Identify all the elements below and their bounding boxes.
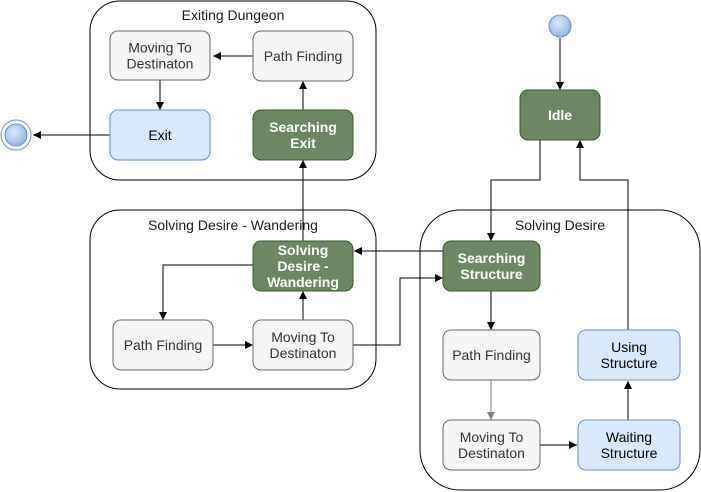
state-box — [252, 319, 354, 371]
state-box — [252, 109, 354, 161]
state-label-line: Structure — [601, 445, 658, 461]
group-title: Exiting Dungeon — [182, 7, 285, 23]
state-path-finding: Path Finding — [252, 30, 354, 82]
state-box — [442, 240, 541, 292]
state-label-line: Destinaton — [270, 345, 337, 361]
state-label-line: Destinaton — [127, 56, 194, 72]
state-label-line: Path Finding — [124, 337, 203, 353]
state-label-line: Moving To — [271, 329, 335, 345]
state-label-line: Idle — [548, 107, 572, 123]
edge-wandering-to-pathfinding — [159, 264, 253, 320]
state-label-line: Structure — [460, 266, 522, 282]
state-box — [577, 419, 681, 471]
state-idle: Idle — [519, 89, 601, 141]
state-box — [252, 30, 354, 82]
state-label-line: Solving — [278, 242, 329, 258]
state-box — [442, 329, 541, 381]
state-label-line: Wandering — [267, 274, 339, 290]
group-title: Solving Desire - Wandering — [148, 217, 318, 233]
state-label-line: Path Finding — [264, 48, 343, 64]
state-exit: Exit — [109, 109, 211, 161]
state-label-line: Exit — [148, 127, 171, 143]
edge-using-to-idle — [576, 140, 629, 330]
state-box — [109, 109, 211, 161]
state-label-line: Exit — [290, 135, 316, 151]
state-label-line: Waiting — [606, 429, 652, 445]
edges — [33, 38, 632, 449]
state-path-finding: Path Finding — [442, 329, 541, 381]
initial-state — [548, 14, 572, 38]
state-box — [112, 319, 214, 371]
state-label-line: Moving To — [128, 40, 192, 56]
state-label-line: Structure — [601, 355, 658, 371]
group-title: Solving Desire — [515, 217, 605, 233]
state-label-line: Searching — [458, 250, 526, 266]
final-state — [0, 119, 32, 151]
state-box — [519, 89, 601, 141]
state-label-line: Destinaton — [458, 445, 525, 461]
state-box — [252, 240, 354, 292]
state-label-line: Moving To — [460, 429, 524, 445]
state-box — [577, 329, 681, 381]
state-path-finding: Path Finding — [112, 319, 214, 371]
state-label-line: Desire - — [277, 258, 329, 274]
state-label-line: Using — [611, 339, 647, 355]
state-box — [109, 30, 211, 81]
edge-idle-to-searching-structure — [487, 140, 541, 241]
state-box — [442, 419, 541, 471]
state-label-line: Path Finding — [452, 347, 531, 363]
edge-moving-to-searching-structure — [353, 274, 443, 346]
state-label-line: Searching — [269, 119, 337, 135]
